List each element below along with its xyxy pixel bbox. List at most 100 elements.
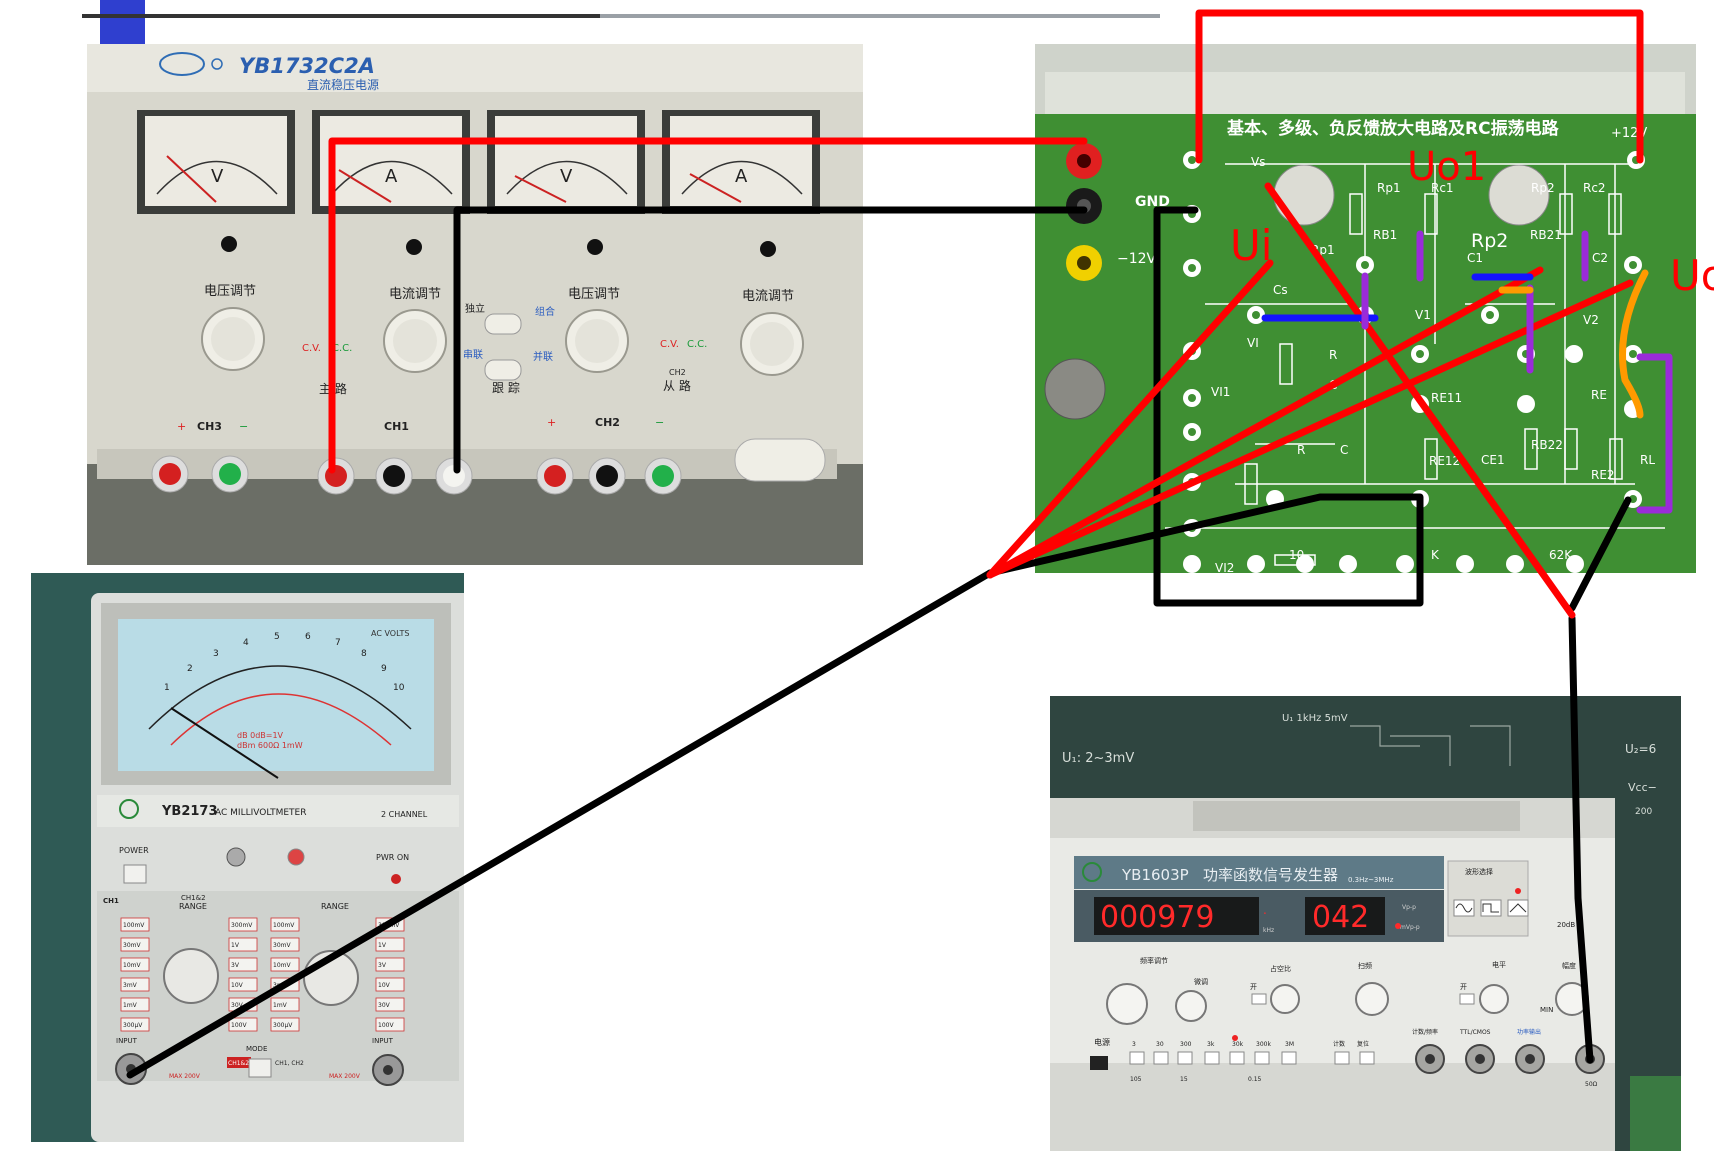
mv-mode-a: CH1&2	[228, 1060, 249, 1067]
mv-mode-b: CH1, CH2	[275, 1060, 304, 1067]
header-accent-block	[100, 0, 145, 44]
mv-scale-tick-7: 7	[335, 638, 341, 648]
independent-button[interactable]	[484, 313, 522, 335]
ch1-minus-terminal[interactable]	[375, 457, 413, 495]
ch2-minus-terminal[interactable]	[588, 457, 626, 495]
board-ground-wire	[986, 206, 1424, 607]
level-knob[interactable]	[1479, 984, 1509, 1014]
mv-max-left: MAX 200V	[169, 1073, 201, 1080]
range-button-30k[interactable]	[1229, 1051, 1245, 1065]
wave-sine-button[interactable]	[1453, 899, 1475, 917]
psu-plus-ch3: +	[177, 420, 186, 433]
psu-ch1-label: CH1	[384, 420, 409, 433]
output-ground-wire	[1568, 496, 1632, 612]
ch2-ground-terminal[interactable]	[644, 457, 682, 495]
mv-range-l-6: 300μV	[123, 1022, 143, 1029]
board-re-label: RE	[1591, 388, 1607, 402]
range-label-4: 3k	[1207, 1041, 1215, 1048]
psu-power-switch[interactable]	[734, 438, 826, 482]
sweep-knob[interactable]	[1355, 982, 1389, 1016]
range-button-3[interactable]	[1129, 1051, 1145, 1065]
chalk-note-d: Vcc−	[1628, 781, 1657, 794]
function-signal-generator: U₁ 1kHz 5mV U₁: 2~3mV U₂=6 Vcc− 200 YB16…	[1050, 696, 1681, 1151]
purple-jumper-load	[1636, 353, 1673, 514]
range-button-3k[interactable]	[1204, 1051, 1220, 1065]
current-knob-main[interactable]	[383, 309, 447, 373]
psu-meter-v3: V	[137, 110, 295, 214]
mv-mode-button[interactable]	[248, 1058, 272, 1078]
mv-channels: 2 CHANNEL	[381, 810, 428, 819]
mv-fuse	[287, 848, 305, 866]
wave-square-button[interactable]	[1480, 899, 1502, 917]
level-on-button[interactable]	[1459, 993, 1475, 1005]
duty-on-button[interactable]	[1251, 993, 1267, 1005]
ch3-minus-terminal[interactable]	[211, 455, 249, 493]
range-label-5: 30k	[1232, 1041, 1244, 1048]
board-yellow-jack[interactable]	[1066, 245, 1102, 281]
mv-range-r-5: 1mV	[273, 1002, 288, 1009]
chalk-note-c: U₂=6	[1625, 742, 1656, 756]
duty-knob[interactable]	[1270, 984, 1300, 1014]
amp-min-label: MIN	[1540, 1006, 1553, 1014]
range-label-6: 300k	[1256, 1041, 1271, 1048]
range-button-300[interactable]	[1177, 1051, 1193, 1065]
mv-scale-tick-4: 4	[243, 638, 249, 648]
series-button[interactable]	[484, 359, 522, 381]
mv-power-button[interactable]	[123, 864, 147, 884]
mv-input-ch2-connector[interactable]	[372, 1054, 404, 1086]
left-potentiometer[interactable]	[1044, 358, 1106, 420]
mv-range-knob-ch1[interactable]	[163, 948, 219, 1004]
psu-knob-current-label-2: 电流调节	[742, 289, 794, 304]
board-62k-label: 62K	[1549, 548, 1573, 562]
freq-adjust-knob[interactable]	[1106, 983, 1148, 1025]
range-button-30[interactable]	[1153, 1051, 1169, 1065]
mv-scale-tick-6: 6	[305, 632, 311, 642]
mv-dbm-note: dBm 600Ω 1mW	[237, 741, 303, 750]
board-red-jack[interactable]	[1066, 143, 1102, 179]
psu-knob-voltage-label-2: 电压调节	[568, 287, 620, 302]
range-button-300k[interactable]	[1254, 1051, 1270, 1065]
board-r-label-1: R	[1329, 348, 1337, 362]
ch3-plus-terminal[interactable]	[151, 455, 189, 493]
count-ext-connector[interactable]	[1415, 1044, 1445, 1074]
board-k-label: K	[1431, 548, 1440, 562]
mv-zero-adjust[interactable]	[226, 847, 246, 867]
rp2-potentiometer[interactable]	[1488, 164, 1550, 226]
fine-knob[interactable]	[1175, 990, 1207, 1022]
amplitude-label: 幅度	[1562, 961, 1576, 970]
psu-meter-a2: A	[662, 110, 820, 214]
chalk-note-e: 200	[1635, 807, 1652, 817]
current-knob-slave[interactable]	[740, 312, 804, 376]
ttl-connector[interactable]	[1465, 1044, 1495, 1074]
psu-subtitle: 直流稳压电源	[307, 77, 379, 92]
range-mult-3: 0.15	[1248, 1076, 1262, 1083]
board-c1-label: C1	[1467, 251, 1483, 265]
voltage-knob-main[interactable]	[201, 307, 265, 371]
range-button-3m[interactable]	[1281, 1051, 1297, 1065]
mv-scale-tick-8: 8	[361, 649, 367, 659]
voltage-knob-slave[interactable]	[565, 309, 629, 373]
mv-range-f-5: 30V	[378, 1002, 391, 1009]
psu-cc-label-2: C.C.	[687, 339, 707, 350]
psu-meter-v-label: V	[211, 166, 224, 187]
board-cs-label: Cs	[1273, 283, 1288, 297]
count-button[interactable]	[1334, 1051, 1350, 1065]
reset-button[interactable]	[1359, 1051, 1375, 1065]
board-r-label-2: R	[1297, 443, 1305, 457]
psu-mode-combined: 组合	[535, 305, 555, 318]
gen-power-button[interactable]	[1090, 1056, 1108, 1070]
ch2-plus-terminal[interactable]	[536, 457, 574, 495]
range-mult-1: 105	[1130, 1076, 1142, 1083]
board-rp2-big-label: Rp2	[1471, 230, 1508, 252]
range-label-1: 3	[1132, 1041, 1136, 1048]
psu-meter-a-label: A	[385, 166, 398, 187]
psu-positive-wire	[328, 137, 1088, 474]
count-label: 计数	[1333, 1040, 1345, 1048]
power-out-connector[interactable]	[1515, 1044, 1545, 1074]
psu-minus-ch3: −	[239, 420, 248, 433]
board-v1-label: V1	[1415, 308, 1431, 322]
mv-range-l-3: 10mV	[123, 962, 141, 969]
psu-ch3-label: CH3	[197, 420, 222, 433]
mv-power-led	[391, 874, 401, 884]
wave-triangle-button[interactable]	[1507, 899, 1529, 917]
